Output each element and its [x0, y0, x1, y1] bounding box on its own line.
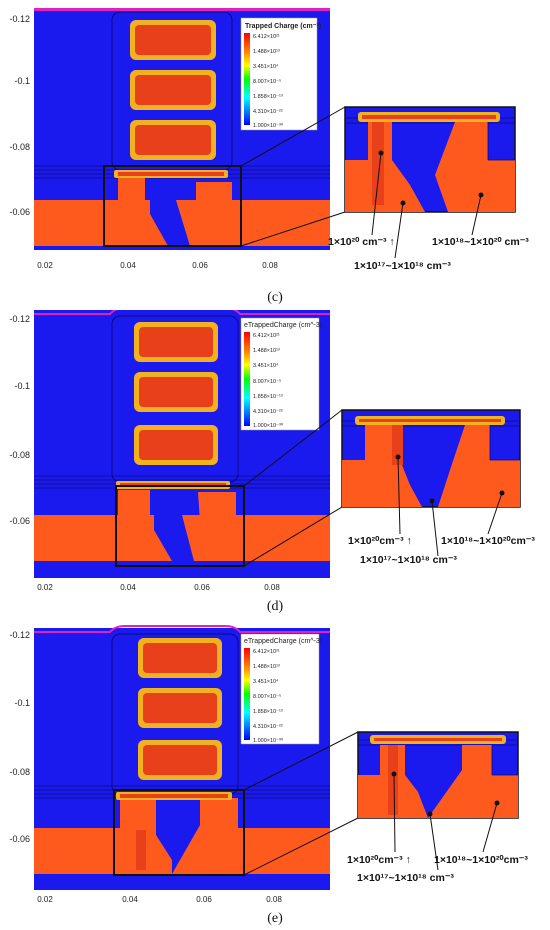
- zoom-line-top: [240, 106, 346, 167]
- legend-title: Trapped Charge (cm⁻³): [245, 23, 321, 30]
- panel-caption: (c): [267, 290, 283, 305]
- y-tick: -0.06: [9, 207, 30, 217]
- x-tick: 0.06: [194, 583, 210, 592]
- zoom-box: [115, 485, 245, 567]
- zoom-line-top: [243, 731, 359, 791]
- panel-d-svg: eTrappedCharge (cm^-3) 6.412×10²¹ 1.488×…: [9, 310, 535, 614]
- y-tick: -0.1: [14, 76, 30, 86]
- x-tick: 0.08: [264, 583, 280, 592]
- legend-value: 8.007×10⁻⁵: [253, 78, 281, 85]
- x-tick: 0.06: [196, 895, 212, 904]
- zoom-line-top: [243, 409, 343, 487]
- x-tick: 0.04: [122, 895, 138, 904]
- annotation-low-doping: 1×10¹⁷~1×10¹⁸ cm⁻³: [360, 554, 457, 566]
- legend-value: 1.000×10⁻³⁰: [253, 737, 284, 744]
- legend-value: 4.310×10⁻²²: [253, 724, 283, 730]
- inset: [344, 106, 516, 259]
- doped-right-pillar: [172, 798, 238, 874]
- top-edge: [34, 8, 330, 11]
- legend-title: eTrappedCharge (cm^-3): [244, 638, 322, 645]
- legend-box: [240, 317, 320, 431]
- legend-value: 1.858×10⁻¹³: [253, 94, 283, 100]
- panel-c-svg: Trapped Charge (cm⁻³) 6.412×10²¹ 1.488×1…: [9, 8, 529, 305]
- y-tick: -0.12: [9, 630, 30, 640]
- legend-value: 4.310×10⁻²²: [253, 409, 283, 415]
- legend-value: 6.412×10²¹: [253, 34, 280, 40]
- y-tick: -0.12: [9, 14, 30, 24]
- x-tick: 0.08: [266, 895, 282, 904]
- legend-value: 3.451×10⁴: [253, 63, 279, 70]
- panel-e: eTrappedCharge (cm^-3) 6.412×10²¹ 1.488×…: [0, 620, 550, 930]
- panel-e-svg: eTrappedCharge (cm^-3) 6.412×10²¹ 1.488×…: [9, 625, 528, 926]
- legend-value: 1.000×10⁻³⁰: [253, 122, 284, 129]
- doped-left-pillar: [118, 490, 172, 561]
- zoom-box: [113, 789, 245, 876]
- annotation-high-doping: 1×10²⁰cm⁻³ ↑: [347, 854, 411, 866]
- panel-caption: (e): [267, 911, 283, 926]
- x-tick: 0.02: [37, 583, 53, 592]
- legend-value: 8.007×10⁻⁵: [253, 378, 281, 385]
- panel-caption: (d): [267, 599, 284, 614]
- annotation-low-doping: 1×10¹⁷~1×10¹⁸ cm⁻³: [354, 260, 451, 272]
- zoom-line-bottom: [243, 506, 343, 567]
- legend-scale: [244, 332, 250, 426]
- x-tick: 0.04: [120, 583, 136, 592]
- legend-value: 1.488×10¹³: [253, 49, 280, 55]
- y-tick: -0.1: [14, 381, 30, 391]
- zoom-box: [103, 165, 242, 247]
- legend-value: 1.488×10¹³: [253, 664, 280, 670]
- panel-c: Trapped Charge (cm⁻³) 6.412×10²¹ 1.488×1…: [0, 0, 550, 310]
- legend-value: 3.451×10⁴: [253, 678, 279, 685]
- annotation-low-doping: 1×10¹⁷~1×10¹⁸ cm⁻³: [357, 872, 454, 884]
- x-tick: 0.06: [192, 261, 208, 270]
- y-tick: -0.1: [14, 698, 30, 708]
- legend-value: 8.007×10⁻⁵: [253, 693, 281, 700]
- y-tick: -0.08: [9, 450, 30, 460]
- x-tick: 0.02: [37, 261, 53, 270]
- x-tick: 0.08: [262, 261, 278, 270]
- legend-scale: [244, 33, 250, 125]
- annotation-high-doping: 1×10²⁰cm⁻³ ↑: [348, 535, 412, 547]
- legend-box: [240, 17, 318, 131]
- x-tick: 0.04: [120, 261, 136, 270]
- legend-value: 1.858×10⁻¹³: [253, 394, 283, 400]
- legend-value: 6.412×10²¹: [253, 649, 280, 655]
- legend-box: [240, 633, 320, 745]
- zoom-line-bottom: [240, 211, 346, 247]
- top-edge: [34, 310, 330, 315]
- y-tick: -0.12: [9, 314, 30, 324]
- doped-right-pillar: [176, 492, 236, 561]
- x-tick: 0.02: [37, 895, 53, 904]
- top-edge: [34, 625, 330, 633]
- panel-d: eTrappedCharge (cm^-3) 6.412×10²¹ 1.488×…: [0, 310, 550, 620]
- zoom-line-bottom: [243, 817, 359, 876]
- doped-right-pillar: [178, 182, 232, 246]
- legend-value: 1.858×10⁻¹³: [253, 709, 283, 715]
- doped-left-pillar: [118, 175, 168, 246]
- legend-value: 1.488×10¹³: [253, 348, 280, 354]
- y-tick: -0.06: [9, 834, 30, 844]
- y-tick: -0.08: [9, 767, 30, 777]
- legend-value: 4.310×10⁻²²: [253, 109, 283, 115]
- legend-title: eTrappedCharge (cm^-3): [244, 322, 322, 329]
- legend-value: 1.000×10⁻³⁰: [253, 422, 284, 429]
- legend-value: 6.412×10²¹: [253, 333, 280, 339]
- trap-cells: [134, 322, 218, 465]
- y-tick: -0.08: [9, 142, 30, 152]
- y-tick: -0.06: [9, 516, 30, 526]
- annotation-mid-doping: 1×10¹⁸~1×10²⁰cm⁻³: [441, 535, 535, 547]
- inset: [357, 731, 519, 871]
- trap-cells: [138, 638, 222, 780]
- annotation-mid-doping: 1×10¹⁸~1×10²⁰ cm⁻³: [432, 236, 529, 248]
- annotation-mid-doping: 1×10¹⁸~1×10²⁰cm⁻³: [434, 854, 528, 866]
- annotation-high-doping: 1×10²⁰ cm⁻³ ↑: [328, 236, 395, 248]
- legend-value: 3.451×10⁴: [253, 362, 279, 369]
- trap-cells: [130, 20, 216, 160]
- inset: [341, 409, 521, 557]
- legend-scale: [244, 648, 250, 740]
